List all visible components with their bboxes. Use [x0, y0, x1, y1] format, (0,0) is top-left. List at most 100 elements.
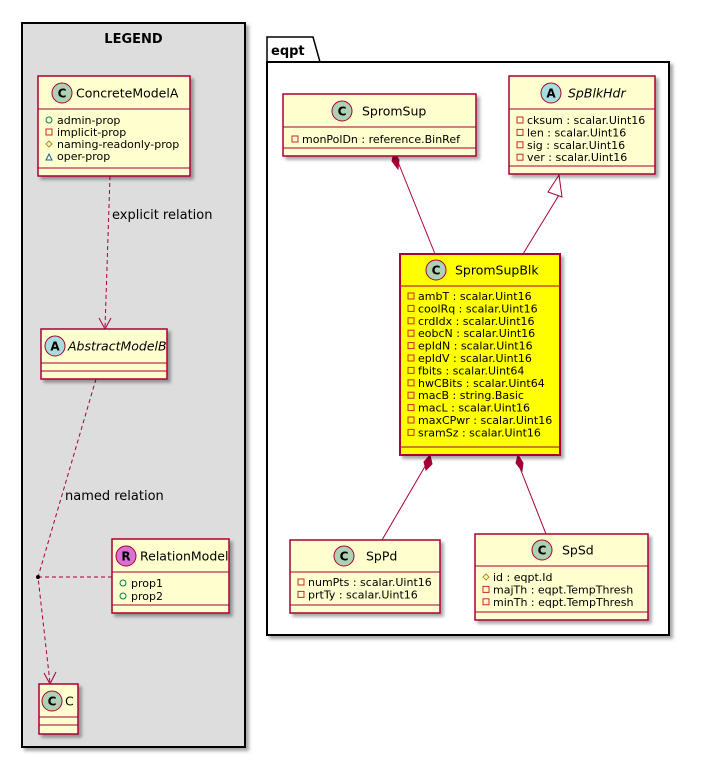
attribute-row: cksum : scalar.Uint16 — [527, 114, 645, 127]
class-name: ConcreteModelA — [76, 86, 179, 101]
class-sppd[interactable] — [289, 539, 441, 614]
private-vis-icon — [516, 141, 524, 149]
private-vis-icon — [407, 304, 415, 312]
attribute-row: sig : scalar.Uint16 — [527, 139, 625, 152]
private-vis-icon — [407, 391, 415, 399]
attribute-row: hwCBits : scalar.Uint64 — [418, 377, 545, 390]
private-vis-icon — [407, 354, 415, 362]
class-name: SpBlkHdr — [568, 86, 626, 101]
attribute-row: ambT : scalar.Uint16 — [418, 290, 532, 303]
class-name: RelationModel — [140, 549, 228, 564]
private-vis-icon — [407, 329, 415, 337]
private-vis-icon — [407, 292, 415, 300]
public-vis-icon — [119, 579, 127, 587]
private-vis-icon — [407, 416, 415, 424]
class-spblkhdr[interactable] — [508, 75, 656, 175]
private-vis-icon — [45, 128, 53, 136]
private-vis-icon — [407, 366, 415, 374]
class-name: AbstractModelB — [67, 339, 167, 354]
private-vis-icon — [291, 135, 299, 143]
class-c-icon — [531, 539, 553, 561]
private-vis-icon — [482, 598, 490, 606]
stereotype-letter: C — [340, 550, 349, 564]
explicit-relation-edge — [104, 175, 111, 329]
private-vis-icon — [516, 128, 524, 136]
prop-name: prop2 — [131, 590, 163, 603]
private-vis-icon — [297, 578, 305, 586]
attribute-row: monPolDn : reference.BinRef — [302, 133, 461, 146]
inheritance-arrowhead — [547, 173, 563, 198]
package-name: eqpt — [271, 44, 305, 59]
private-vis-icon — [482, 585, 490, 593]
stereotype-letter: A — [50, 340, 60, 354]
private-vis-icon — [407, 317, 415, 325]
composition-spromsup — [395, 156, 436, 255]
named-relation-label: named relation — [65, 489, 164, 504]
private-vis-icon — [407, 404, 415, 412]
stereotype-letter: C — [58, 87, 67, 101]
attribute-row: epIdN : scalar.Uint16 — [418, 340, 533, 353]
attribute-row: prtTy : scalar.Uint16 — [308, 588, 418, 601]
attribute-row: id : eqpt.Id — [493, 571, 553, 584]
attribute-row: maxCPwr : scalar.Uint16 — [418, 414, 552, 427]
attribute-row: macB : string.Basic — [418, 389, 524, 402]
prop-name: implicit-prop — [57, 126, 126, 139]
composition-sppd-diamond — [423, 453, 433, 471]
prop-name: prop1 — [131, 577, 163, 590]
class-c-icon — [425, 259, 447, 281]
relation-junction-dot — [36, 575, 40, 579]
class-spromsupblk[interactable] — [399, 253, 561, 456]
class-abstract-model-b[interactable] — [40, 328, 168, 380]
attribute-row: minTh : eqpt.TempThresh — [493, 596, 633, 609]
class-c-icon — [51, 82, 73, 104]
stereotype-letter: C — [48, 695, 57, 709]
private-vis-icon — [297, 590, 305, 598]
stereotype-letter: A — [546, 87, 556, 101]
class-spsd[interactable] — [474, 533, 649, 621]
class-a-icon — [44, 335, 66, 357]
class-name: SpSd — [562, 543, 594, 558]
stereotype-letter: C — [538, 544, 547, 558]
attribute-list: monPolDn : reference.BinRef — [291, 133, 461, 146]
explicit-relation-label: explicit relation — [112, 208, 212, 223]
class-name: SpromSupBlk — [455, 263, 539, 278]
inheritance-spblkhdr — [522, 194, 560, 255]
composition-spsd-diamond — [515, 453, 524, 473]
class-r-icon — [115, 545, 137, 567]
attribute-row: numPts : scalar.Uint16 — [308, 576, 432, 589]
private-vis-icon — [407, 379, 415, 387]
private-vis-icon — [407, 428, 415, 436]
class-spromsup[interactable] — [282, 93, 477, 157]
private-vis-icon — [407, 342, 415, 350]
prop-name: naming-readonly-prop — [57, 138, 179, 151]
class-c-icon — [331, 100, 353, 122]
stereotype-letter: C — [432, 264, 441, 278]
attribute-row: len : scalar.Uint16 — [527, 126, 626, 139]
attribute-row: ver : scalar.Uint16 — [527, 151, 627, 164]
protected-vis-icon — [482, 573, 490, 581]
class-c-icon — [333, 545, 355, 567]
attribute-row: macL : scalar.Uint16 — [418, 402, 530, 415]
attribute-row: eobcN : scalar.Uint16 — [418, 327, 535, 340]
private-vis-icon — [516, 153, 524, 161]
legend-title: LEGEND — [104, 32, 163, 47]
private-vis-icon — [516, 116, 524, 124]
protected-vis-icon — [45, 140, 53, 148]
class-name: C — [65, 694, 74, 709]
prop-row: admin-prop — [45, 114, 120, 127]
composition-spsd — [517, 462, 547, 535]
package-vis-icon — [45, 152, 53, 161]
prop-row: implicit-prop — [45, 126, 126, 139]
class-name: SpPd — [366, 549, 397, 564]
class-a-icon — [540, 82, 562, 104]
attribute-row: fbits : scalar.Uint64 — [418, 364, 524, 377]
stereotype-letter: R — [121, 550, 130, 564]
prop-name: admin-prop — [57, 114, 120, 127]
class-name: SpromSup — [362, 104, 426, 119]
attribute-row: majTh : eqpt.TempThresh — [493, 583, 633, 596]
composition-sppd — [381, 462, 428, 541]
prop-row: oper-prop — [45, 150, 110, 163]
